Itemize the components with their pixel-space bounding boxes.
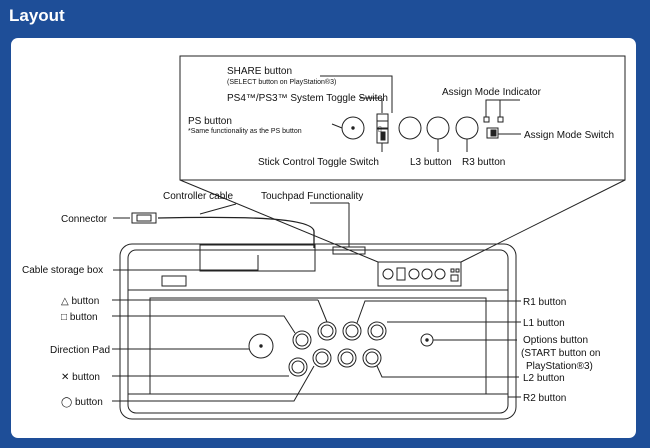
label-cable-storage: Cable storage box bbox=[22, 265, 103, 276]
circle-btn bbox=[312, 348, 332, 368]
mini-panel bbox=[377, 261, 462, 287]
label-controller-cable: Controller cable bbox=[163, 191, 233, 202]
r2-btn bbox=[337, 348, 357, 368]
l3-btn-large bbox=[426, 116, 450, 140]
share-btn-large bbox=[398, 116, 422, 140]
l1-btn bbox=[367, 321, 387, 341]
label-circle: ◯ button bbox=[61, 397, 103, 408]
label-l2: L2 button bbox=[523, 373, 565, 384]
controller-cable bbox=[157, 216, 315, 248]
label-stick-toggle: Stick Control Toggle Switch bbox=[258, 157, 379, 168]
assign-switch bbox=[486, 127, 499, 139]
label-system-toggle: PS4™/PS3™ System Toggle Switch bbox=[227, 93, 388, 104]
r3-btn-large bbox=[455, 116, 479, 140]
label-triangle: △ button bbox=[61, 296, 99, 307]
button-area bbox=[149, 297, 487, 395]
direction-pad bbox=[248, 333, 274, 359]
label-touchpad: Touchpad Functionality bbox=[261, 191, 363, 202]
label-assign-indicator: Assign Mode Indicator bbox=[442, 87, 542, 98]
label-assign-switch: Assign Mode Switch bbox=[524, 130, 614, 141]
diagram-panel bbox=[11, 38, 636, 438]
connector bbox=[131, 212, 157, 224]
indicator-1 bbox=[483, 116, 490, 123]
cross-btn bbox=[288, 357, 308, 377]
share-glyph: ▯ bbox=[378, 126, 382, 133]
label-cross: ✕ button bbox=[61, 372, 100, 383]
label-share: SHARE button bbox=[227, 66, 292, 77]
label-options: Options button bbox=[523, 335, 588, 346]
indicator-2 bbox=[497, 116, 504, 123]
label-r3: R3 button bbox=[462, 157, 505, 168]
label-share-note: (SELECT button on PlayStation®3) bbox=[227, 78, 336, 86]
label-options-note-2: PlayStation®3) bbox=[526, 361, 593, 372]
label-ps-button: PS button bbox=[188, 116, 232, 127]
label-l3: L3 button bbox=[410, 157, 452, 168]
label-connector: Connector bbox=[61, 214, 108, 225]
small-opening bbox=[161, 275, 187, 287]
label-r1: R1 button bbox=[523, 297, 566, 308]
label-options-note-1: (START button on bbox=[521, 348, 601, 359]
r1-btn bbox=[342, 321, 362, 341]
label-ps-note: *Same functionality as the PS button bbox=[188, 128, 302, 135]
inset-box bbox=[179, 55, 626, 181]
label-l1: L1 button bbox=[523, 318, 565, 329]
square-btn bbox=[292, 330, 312, 350]
label-r2: R2 button bbox=[523, 393, 566, 404]
label-direction-pad: Direction Pad bbox=[50, 345, 110, 356]
page-title: Layout bbox=[9, 6, 65, 25]
controller-body bbox=[119, 243, 517, 420]
ps-btn-large bbox=[341, 116, 365, 140]
label-square: □ button bbox=[61, 312, 98, 323]
l2-btn bbox=[362, 348, 382, 368]
